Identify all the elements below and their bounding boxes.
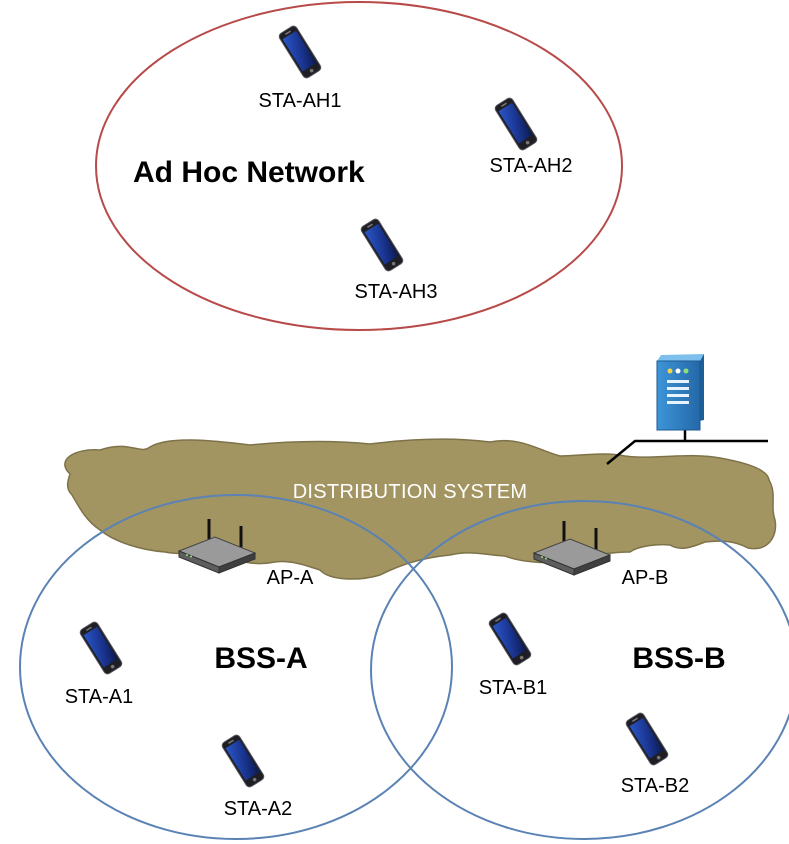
server-icon: [656, 354, 704, 431]
smartphone-icon: [487, 611, 533, 667]
station-label-a2: STA-A2: [224, 798, 293, 820]
station-label-ah1: STA-AH1: [259, 90, 342, 112]
station-label-ah3: STA-AH3: [355, 281, 438, 303]
ap-label-b: AP-B: [622, 567, 669, 589]
wired-link: [606, 439, 768, 465]
station-label-ah2: STA-AH2: [490, 155, 573, 177]
smartphone-icon: [277, 24, 323, 80]
station-label-b2: STA-B2: [621, 775, 690, 797]
station-label-b1: STA-B1: [479, 677, 548, 699]
smartphone-icon: [493, 96, 539, 152]
adhoc-network-title: Ad Hoc Network: [133, 156, 365, 189]
bss-a-title: BSS-A: [214, 642, 307, 675]
bss-b-title: BSS-B: [632, 642, 725, 675]
distribution-system-cloud: [64, 438, 777, 580]
adhoc-network-boundary: [95, 1, 623, 331]
distribution-system-label: DISTRIBUTION SYSTEM: [293, 481, 528, 503]
smartphone-icon: [78, 620, 124, 676]
bss-b-boundary: [370, 500, 789, 840]
ap-label-a: AP-A: [267, 567, 314, 589]
smartphone-icon: [359, 217, 405, 273]
station-label-a1: STA-A1: [65, 686, 134, 708]
bss-a-boundary: [19, 494, 453, 840]
smartphone-icon: [220, 733, 266, 789]
smartphone-icon: [624, 711, 670, 767]
